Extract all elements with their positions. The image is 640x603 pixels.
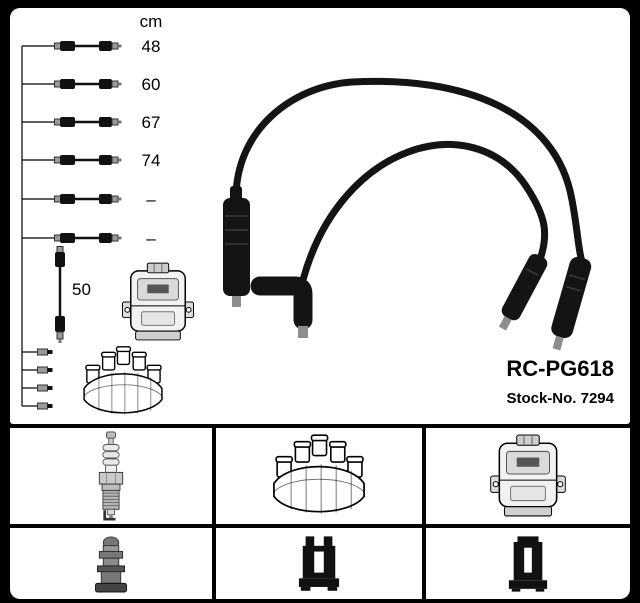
product-code: RC-PG618: [506, 356, 614, 381]
terminal-icon: [37, 365, 53, 375]
ignition-coil-icon: [122, 260, 194, 344]
product-id-block: RC-PG618 Stock-No. 7294: [506, 356, 614, 410]
terminal-icon: [37, 383, 53, 393]
diagram-panel: cm 48 60 67 74 – – 50: [10, 8, 630, 424]
wiring-bracket-lines: [21, 45, 55, 407]
terminal-icon: [37, 347, 53, 357]
plug-boot-icon: [91, 535, 131, 593]
distributor-cap-icon: [267, 432, 371, 520]
grid-cell-distributor-cap: [216, 428, 422, 524]
cable-length: 48: [141, 37, 161, 56]
coil-cable-length: 50: [72, 280, 91, 299]
grid-cell-spark-plug: [10, 428, 212, 524]
cable-length: 74: [141, 151, 161, 170]
cable-length: 60: [141, 75, 161, 94]
spark-plug-icon: [93, 431, 129, 521]
unit-label: cm: [139, 12, 163, 31]
terminal-icon: [37, 401, 53, 411]
ignition-cable-icon: [54, 38, 122, 54]
product-stock-number: Stock-No. 7294: [506, 390, 614, 407]
ignition-cable-icon: [54, 114, 122, 130]
ignition-cable-icon: [54, 152, 122, 168]
grid-cell-distributor-connector: [426, 528, 630, 599]
cable-length: –: [146, 190, 156, 209]
coil-cable-icon: [52, 246, 68, 344]
ignition-cable-icon: [54, 191, 122, 207]
grid-cell-plug-boot: [10, 528, 212, 599]
distributor-connector-icon: [506, 536, 550, 592]
coil-connector-icon: [297, 536, 341, 592]
grid-cell-coil-connector: [216, 528, 422, 599]
ignition-cables-photo: [223, 77, 592, 351]
ignition-cable-icon: [54, 76, 122, 92]
distributor-cap-icon: [80, 344, 166, 420]
grid-cell-ignition-coil: [426, 428, 630, 524]
cable-length: –: [146, 229, 156, 248]
ignition-coil-icon: [488, 433, 568, 519]
cable-length: 67: [141, 113, 161, 132]
ignition-cable-icon: [54, 230, 122, 246]
